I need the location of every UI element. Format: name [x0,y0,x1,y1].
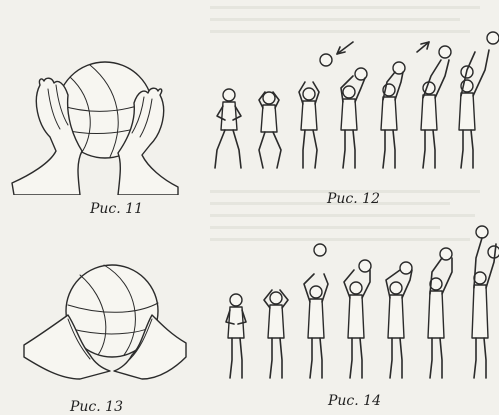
figure-11-illustration [10,55,180,195]
figure-14-illustration [210,218,499,386]
figure-13-illustration [20,255,190,385]
figure-13-caption: Рис. 13 [70,399,123,415]
figure-11-caption: Рис. 11 [90,201,143,217]
figure-12-caption: Рис. 12 [327,191,380,207]
figure-12-illustration [205,30,499,180]
figure-14-caption: Рис. 14 [328,393,381,409]
